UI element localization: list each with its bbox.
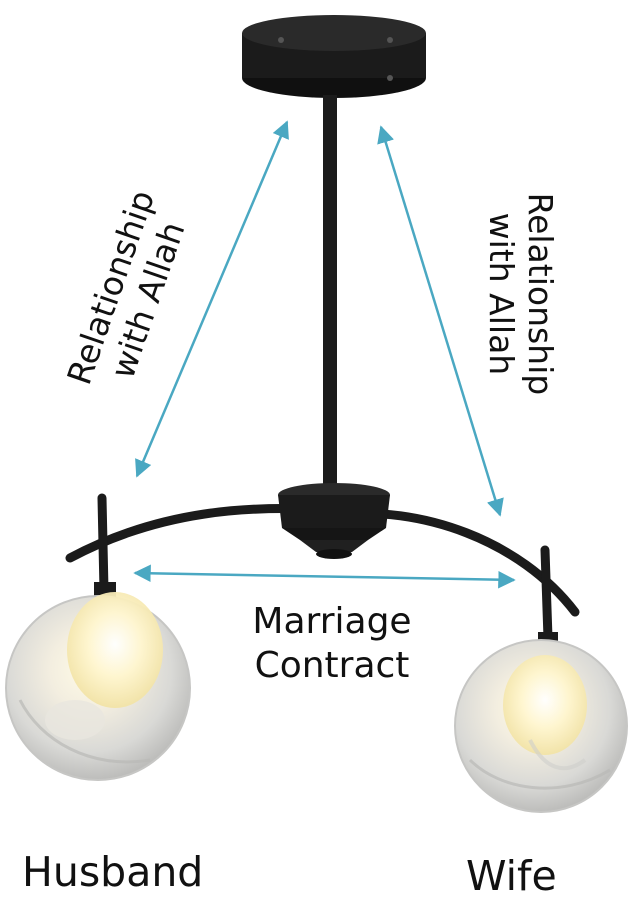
central-hub	[278, 483, 390, 559]
label-relationship-right-line1: Relationship	[520, 174, 559, 414]
label-wife: Wife	[466, 852, 557, 900]
label-marriage-line1: Marriage	[232, 600, 432, 644]
down-rod	[323, 95, 337, 495]
left-glass-globe	[6, 592, 190, 780]
label-marriage-contract: Marriage Contract	[232, 600, 432, 688]
label-marriage-line2: Contract	[232, 644, 432, 688]
label-relationship-right: Relationship with Allah	[481, 174, 559, 414]
arrow-marriage-contract	[135, 573, 514, 580]
right-bulb-holder	[538, 550, 558, 650]
ceiling-canopy	[242, 15, 426, 98]
label-relationship-right-line2: with Allah	[481, 174, 520, 414]
label-husband: Husband	[22, 848, 203, 896]
right-glass-globe	[455, 640, 627, 812]
